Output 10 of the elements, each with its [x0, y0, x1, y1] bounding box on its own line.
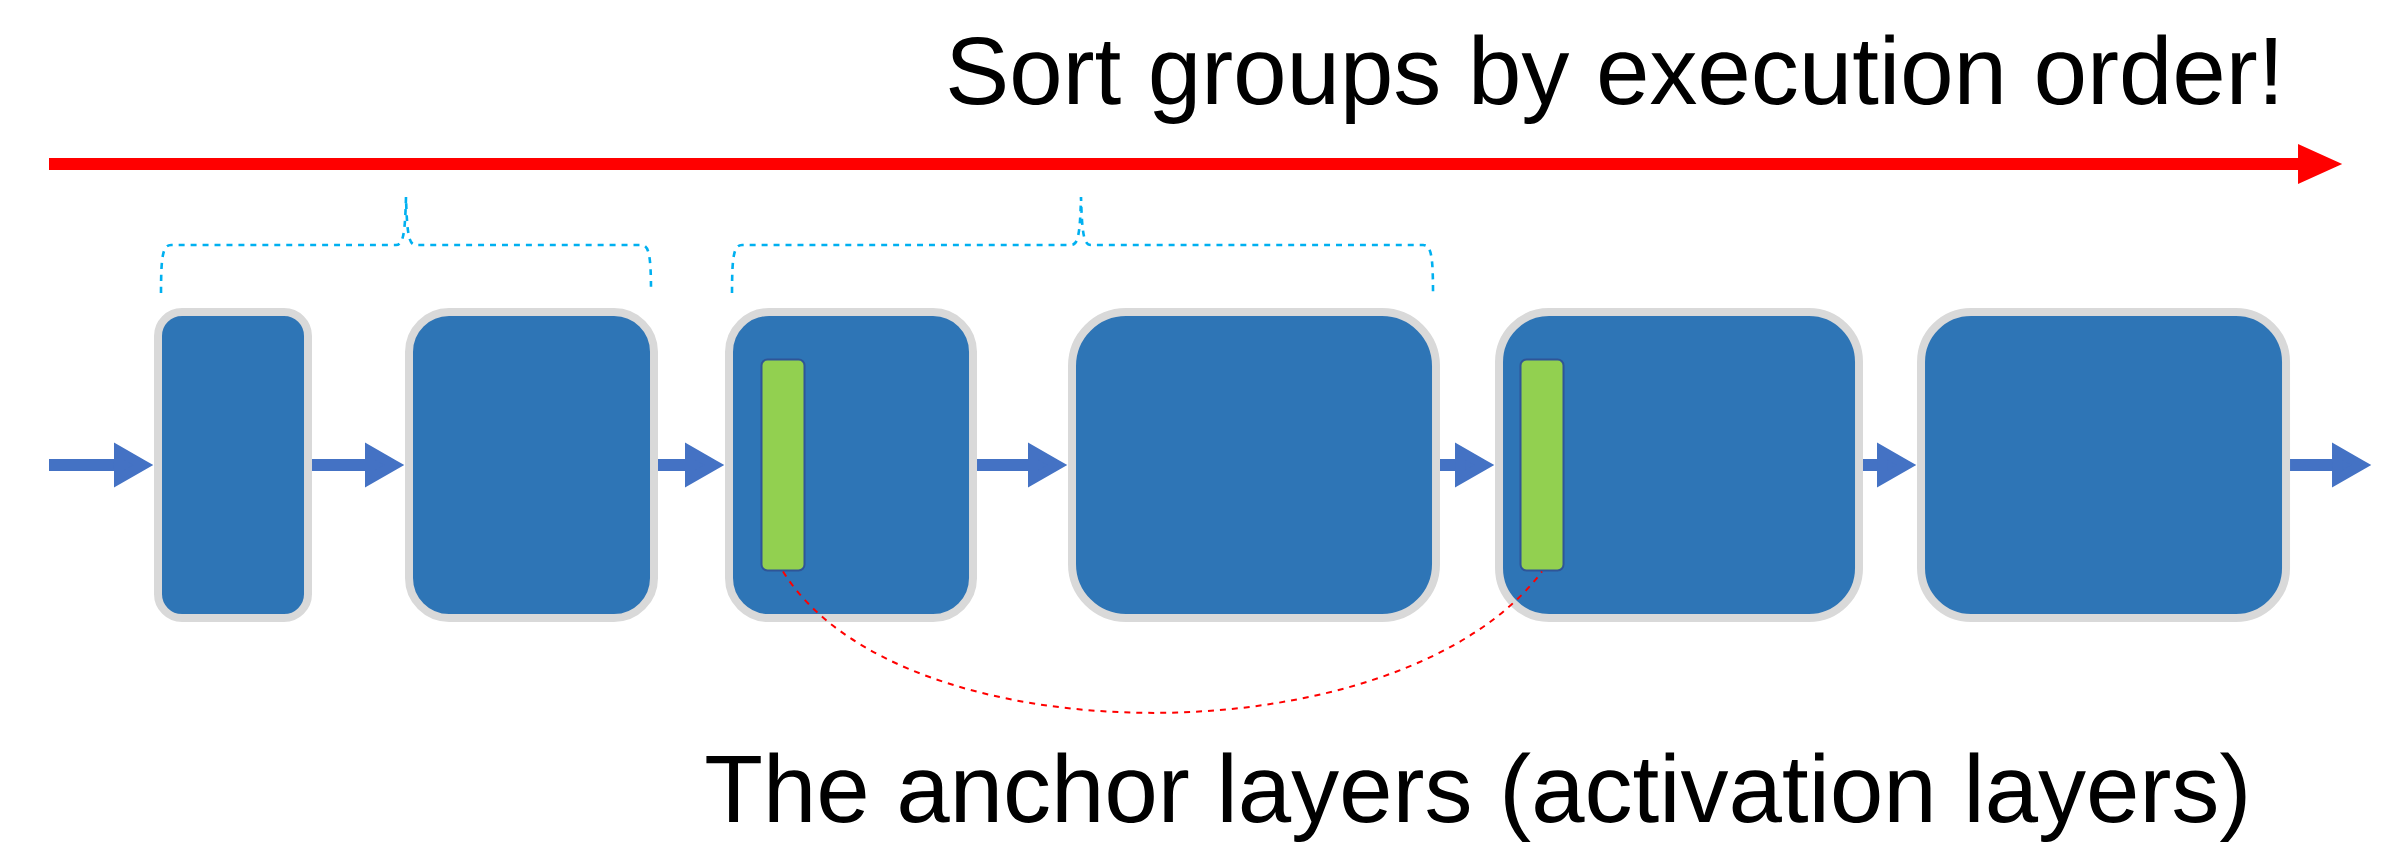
caption-text: The anchor layers (activation layers)	[706, 752, 2246, 842]
layer-bar	[760, 358, 806, 572]
title: Sort groups by execution order!	[949, 34, 2276, 124]
block	[1495, 308, 1863, 622]
block	[405, 308, 658, 622]
block	[1068, 308, 1440, 622]
dashed-curve	[782, 570, 1543, 714]
block	[1917, 308, 2291, 622]
layer-bar	[1519, 358, 1565, 572]
block	[154, 308, 312, 622]
